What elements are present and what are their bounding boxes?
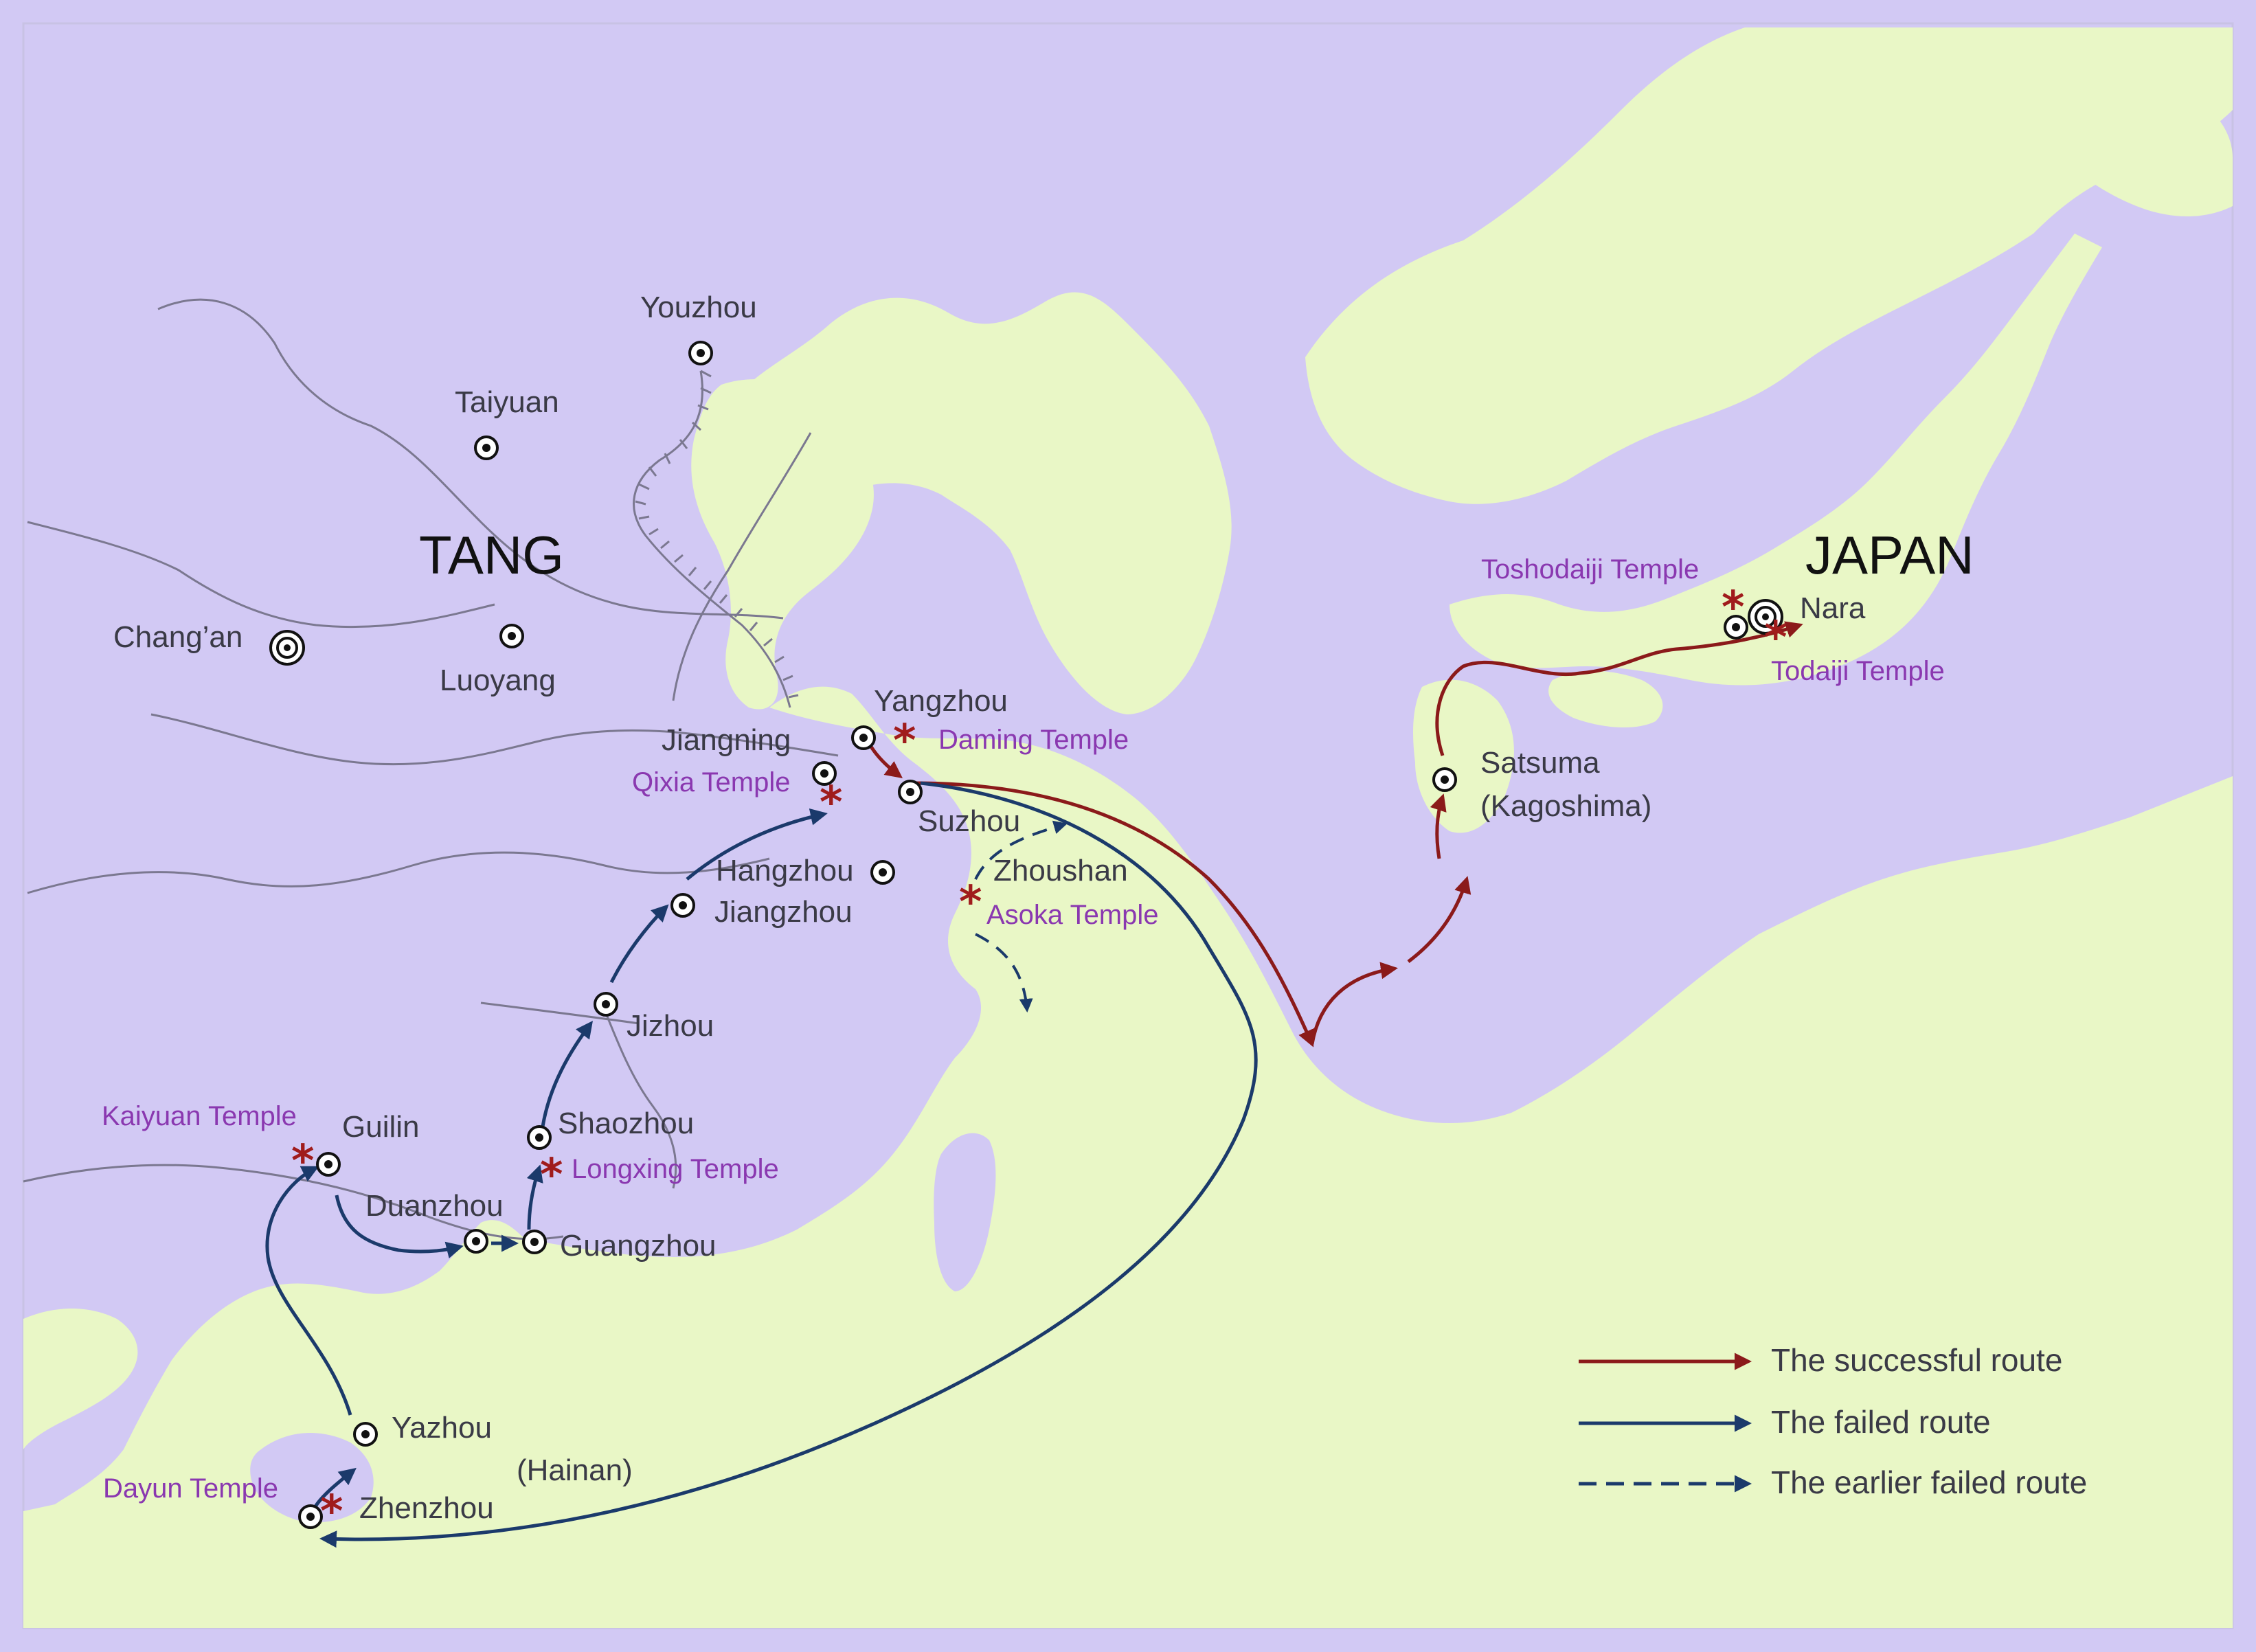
city-label-yangzhou: Yangzhou — [874, 684, 1008, 718]
city-label-nara: Nara — [1800, 591, 1866, 625]
temple-label-qixia: Qixia Temple — [632, 767, 790, 797]
city-label-suzhou: Suzhou — [918, 804, 1020, 838]
temple-marker-icon: * — [820, 778, 842, 828]
city-label-youzhou: Youzhou — [640, 291, 757, 324]
legend-label-failed: The failed route — [1771, 1404, 1991, 1440]
city-marker — [499, 624, 524, 648]
city-label-satsuma: Satsuma — [1480, 746, 1600, 780]
earlier-failed-route — [974, 820, 1068, 1012]
city-label-kagoshima: (Kagoshima) — [1480, 789, 1651, 823]
city-label-yazhou: Yazhou — [392, 1411, 492, 1445]
legend: The successful route The failed route Th… — [1579, 1342, 2087, 1500]
legend-item-earlier-failed: The earlier failed route — [1579, 1464, 2087, 1500]
failed-route-segment — [526, 1164, 543, 1230]
city-label-luoyang: Luoyang — [440, 664, 556, 697]
temple-marker-icon: * — [291, 1136, 314, 1187]
city-marker — [1724, 615, 1748, 640]
korea-manchuria-land — [732, 292, 1232, 714]
city-label-jiangning: Jiangning — [662, 723, 791, 757]
city-marker — [522, 1230, 547, 1254]
city-marker — [688, 341, 713, 365]
city-markers — [269, 341, 1783, 1529]
city-label-changan: Chang’an — [113, 620, 242, 654]
city-label-zhoushan: Zhoushan — [993, 854, 1128, 887]
capital-marker — [1748, 599, 1783, 635]
failed-route-segment — [609, 904, 669, 984]
city-label-jizhou: Jizhou — [627, 1009, 714, 1043]
temple-label-toshodaiji: Toshodaiji Temple — [1481, 554, 1699, 585]
great-wall-line — [633, 370, 799, 708]
taiwan-island — [934, 1133, 996, 1291]
failed-route-segment — [265, 1166, 352, 1416]
failed-route-segment — [319, 781, 1258, 1548]
city-marker — [464, 1229, 488, 1254]
successful-route-segment — [1435, 621, 1803, 756]
temple-labels: Daming Temple Qixia Temple Asoka Temple … — [102, 554, 1945, 1504]
city-labels: Youzhou Taiyuan Chang’an Luoyang Yangzho… — [113, 291, 1866, 1525]
russia-land — [1305, 27, 2233, 504]
city-label-duanzhou: Duanzhou — [365, 1189, 504, 1223]
temple-label-kaiyuan: Kaiyuan Temple — [102, 1101, 297, 1131]
japan-shikoku-land — [1548, 670, 1663, 728]
city-marker — [474, 435, 499, 460]
city-marker — [594, 992, 618, 1017]
city-label-shaozhou: Shaozhou — [558, 1107, 694, 1140]
failed-route-segment — [686, 808, 828, 881]
temple-label-dayun: Dayun Temple — [103, 1473, 278, 1504]
city-label-guilin: Guilin — [342, 1110, 420, 1144]
temple-marker-icon: * — [320, 1486, 343, 1537]
city-marker — [316, 1152, 341, 1177]
region-label-hainan: (Hainan) — [517, 1453, 633, 1487]
city-label-hangzhou: Hangzhou — [716, 854, 854, 887]
city-label-taiyuan: Taiyuan — [455, 385, 559, 419]
capital-marker — [269, 630, 305, 666]
earlier-failed-route-segment — [975, 933, 1033, 1012]
earlier-failed-route-segment — [974, 820, 1068, 880]
city-marker — [298, 1504, 323, 1529]
japan-honshu-land — [1450, 234, 2102, 686]
successful-route-segment — [913, 781, 1315, 1048]
temple-marker-icon: * — [959, 877, 982, 928]
temple-marker-icon: * — [893, 716, 916, 767]
successful-route-segment — [1430, 793, 1447, 859]
successful-route-segment — [1310, 962, 1398, 1045]
temple-label-todaiji: Todaiji Temple — [1771, 656, 1945, 686]
city-marker — [527, 1125, 552, 1150]
successful-route — [867, 621, 1803, 1048]
city-marker — [870, 860, 895, 885]
temple-label-asoka: Asoka Temple — [986, 900, 1159, 930]
successful-route-segment — [1407, 876, 1471, 963]
city-label-jiangzhou: Jiangzhou — [714, 895, 853, 929]
city-marker — [1432, 767, 1457, 792]
failed-route-segment — [335, 1195, 464, 1258]
japan-hokkaido-land — [2041, 82, 2233, 216]
legend-item-failed: The failed route — [1579, 1404, 1991, 1440]
hainan-island — [250, 1433, 374, 1523]
temple-markers: * * * * * * * * — [291, 582, 1787, 1537]
china-coastal-land — [23, 686, 2233, 1629]
city-marker — [353, 1422, 378, 1447]
city-label-guangzhou: Guangzhou — [560, 1229, 717, 1263]
temple-marker-icon: * — [1722, 582, 1744, 633]
country-label-japan: JAPAN — [1805, 525, 1974, 585]
city-marker — [812, 761, 837, 786]
legend-label-successful: The successful route — [1771, 1342, 2062, 1378]
temple-label-daming: Daming Temple — [938, 725, 1129, 755]
city-marker — [851, 725, 876, 750]
temple-marker-icon: * — [1764, 613, 1787, 664]
legend-label-earlier-failed: The earlier failed route — [1771, 1464, 2087, 1500]
city-marker — [898, 780, 923, 804]
failed-route-segment — [541, 1020, 593, 1127]
temple-marker-icon: * — [540, 1150, 563, 1201]
city-label-zhenzhou: Zhenzhou — [359, 1491, 494, 1525]
legend-item-successful: The successful route — [1579, 1342, 2062, 1378]
shandong-land — [691, 379, 874, 710]
country-label-tang: TANG — [419, 525, 564, 585]
southwest-land — [23, 1309, 138, 1449]
temple-label-longxing: Longxing Temple — [572, 1154, 779, 1184]
city-marker — [670, 893, 695, 918]
